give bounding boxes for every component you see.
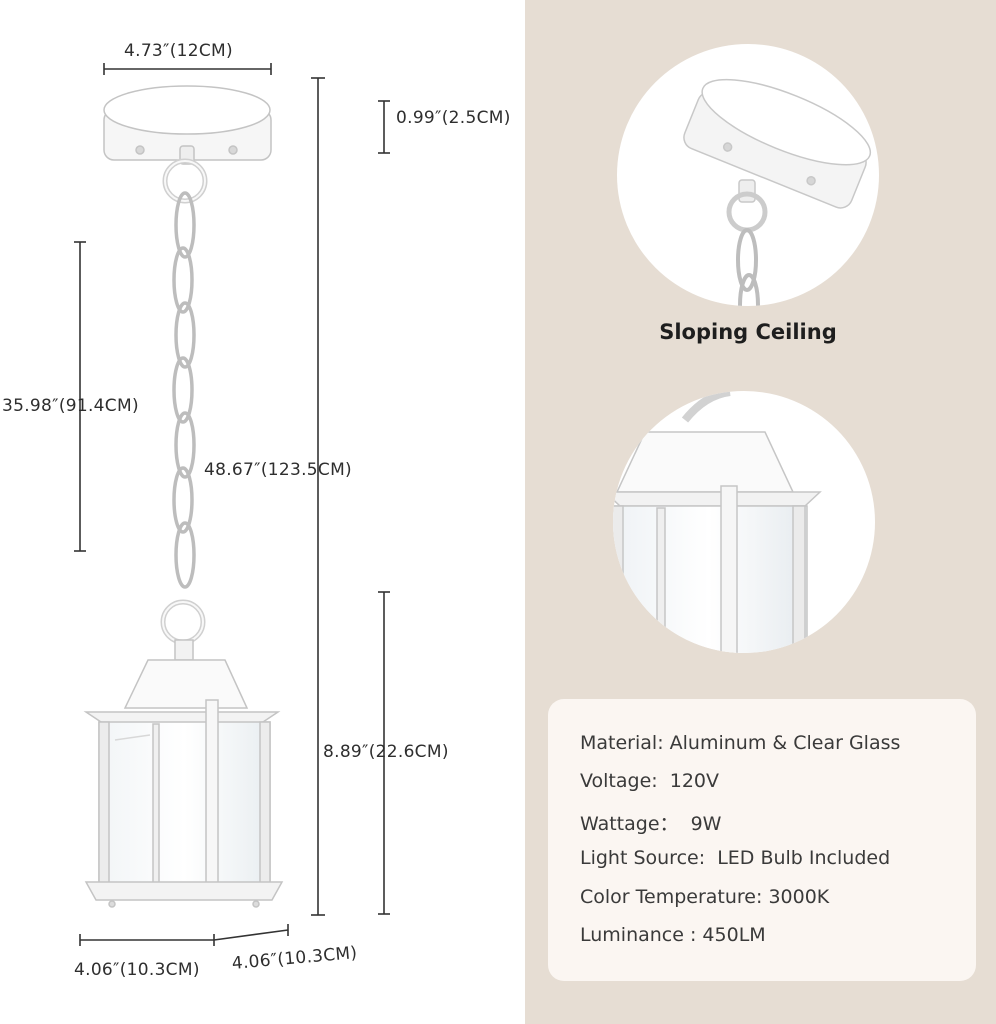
spec-color-temperature: Color Temperature: 3000K xyxy=(580,886,830,908)
lantern xyxy=(83,639,284,908)
dimension-lines xyxy=(74,63,390,946)
chain xyxy=(160,158,208,645)
sloping-ceiling-detail xyxy=(617,44,879,306)
spec-wattage: Wattage： 9W xyxy=(580,813,722,835)
spec-luminance: Luminance : 450LM xyxy=(580,924,766,946)
spec-light-source: Light Source: LED Bulb Included xyxy=(580,847,891,869)
spec-voltage: Voltage: 120V xyxy=(580,770,720,792)
canopy-height-label: 0.99″(2.5CM) xyxy=(396,108,511,128)
lantern-height-label: 8.89″(22.6CM) xyxy=(323,742,449,762)
total-height-label: 48.67″(123.5CM) xyxy=(204,460,352,480)
base-width-front-label: 4.06″(10.3CM) xyxy=(74,960,200,980)
spec-card: Material: Aluminum & Clear Glass Voltage… xyxy=(548,699,976,981)
canopy-width-label: 4.73″(12CM) xyxy=(124,41,233,61)
detail-images xyxy=(613,44,879,653)
canopy xyxy=(103,85,272,165)
spec-material: Material: Aluminum & Clear Glass xyxy=(580,732,901,754)
detail-caption: Sloping Ceiling xyxy=(659,320,837,344)
chain-length-label: 35.98″(91.4CM) xyxy=(2,396,139,416)
lantern-detail xyxy=(613,391,875,653)
fixture-dimension-drawing xyxy=(74,63,390,946)
